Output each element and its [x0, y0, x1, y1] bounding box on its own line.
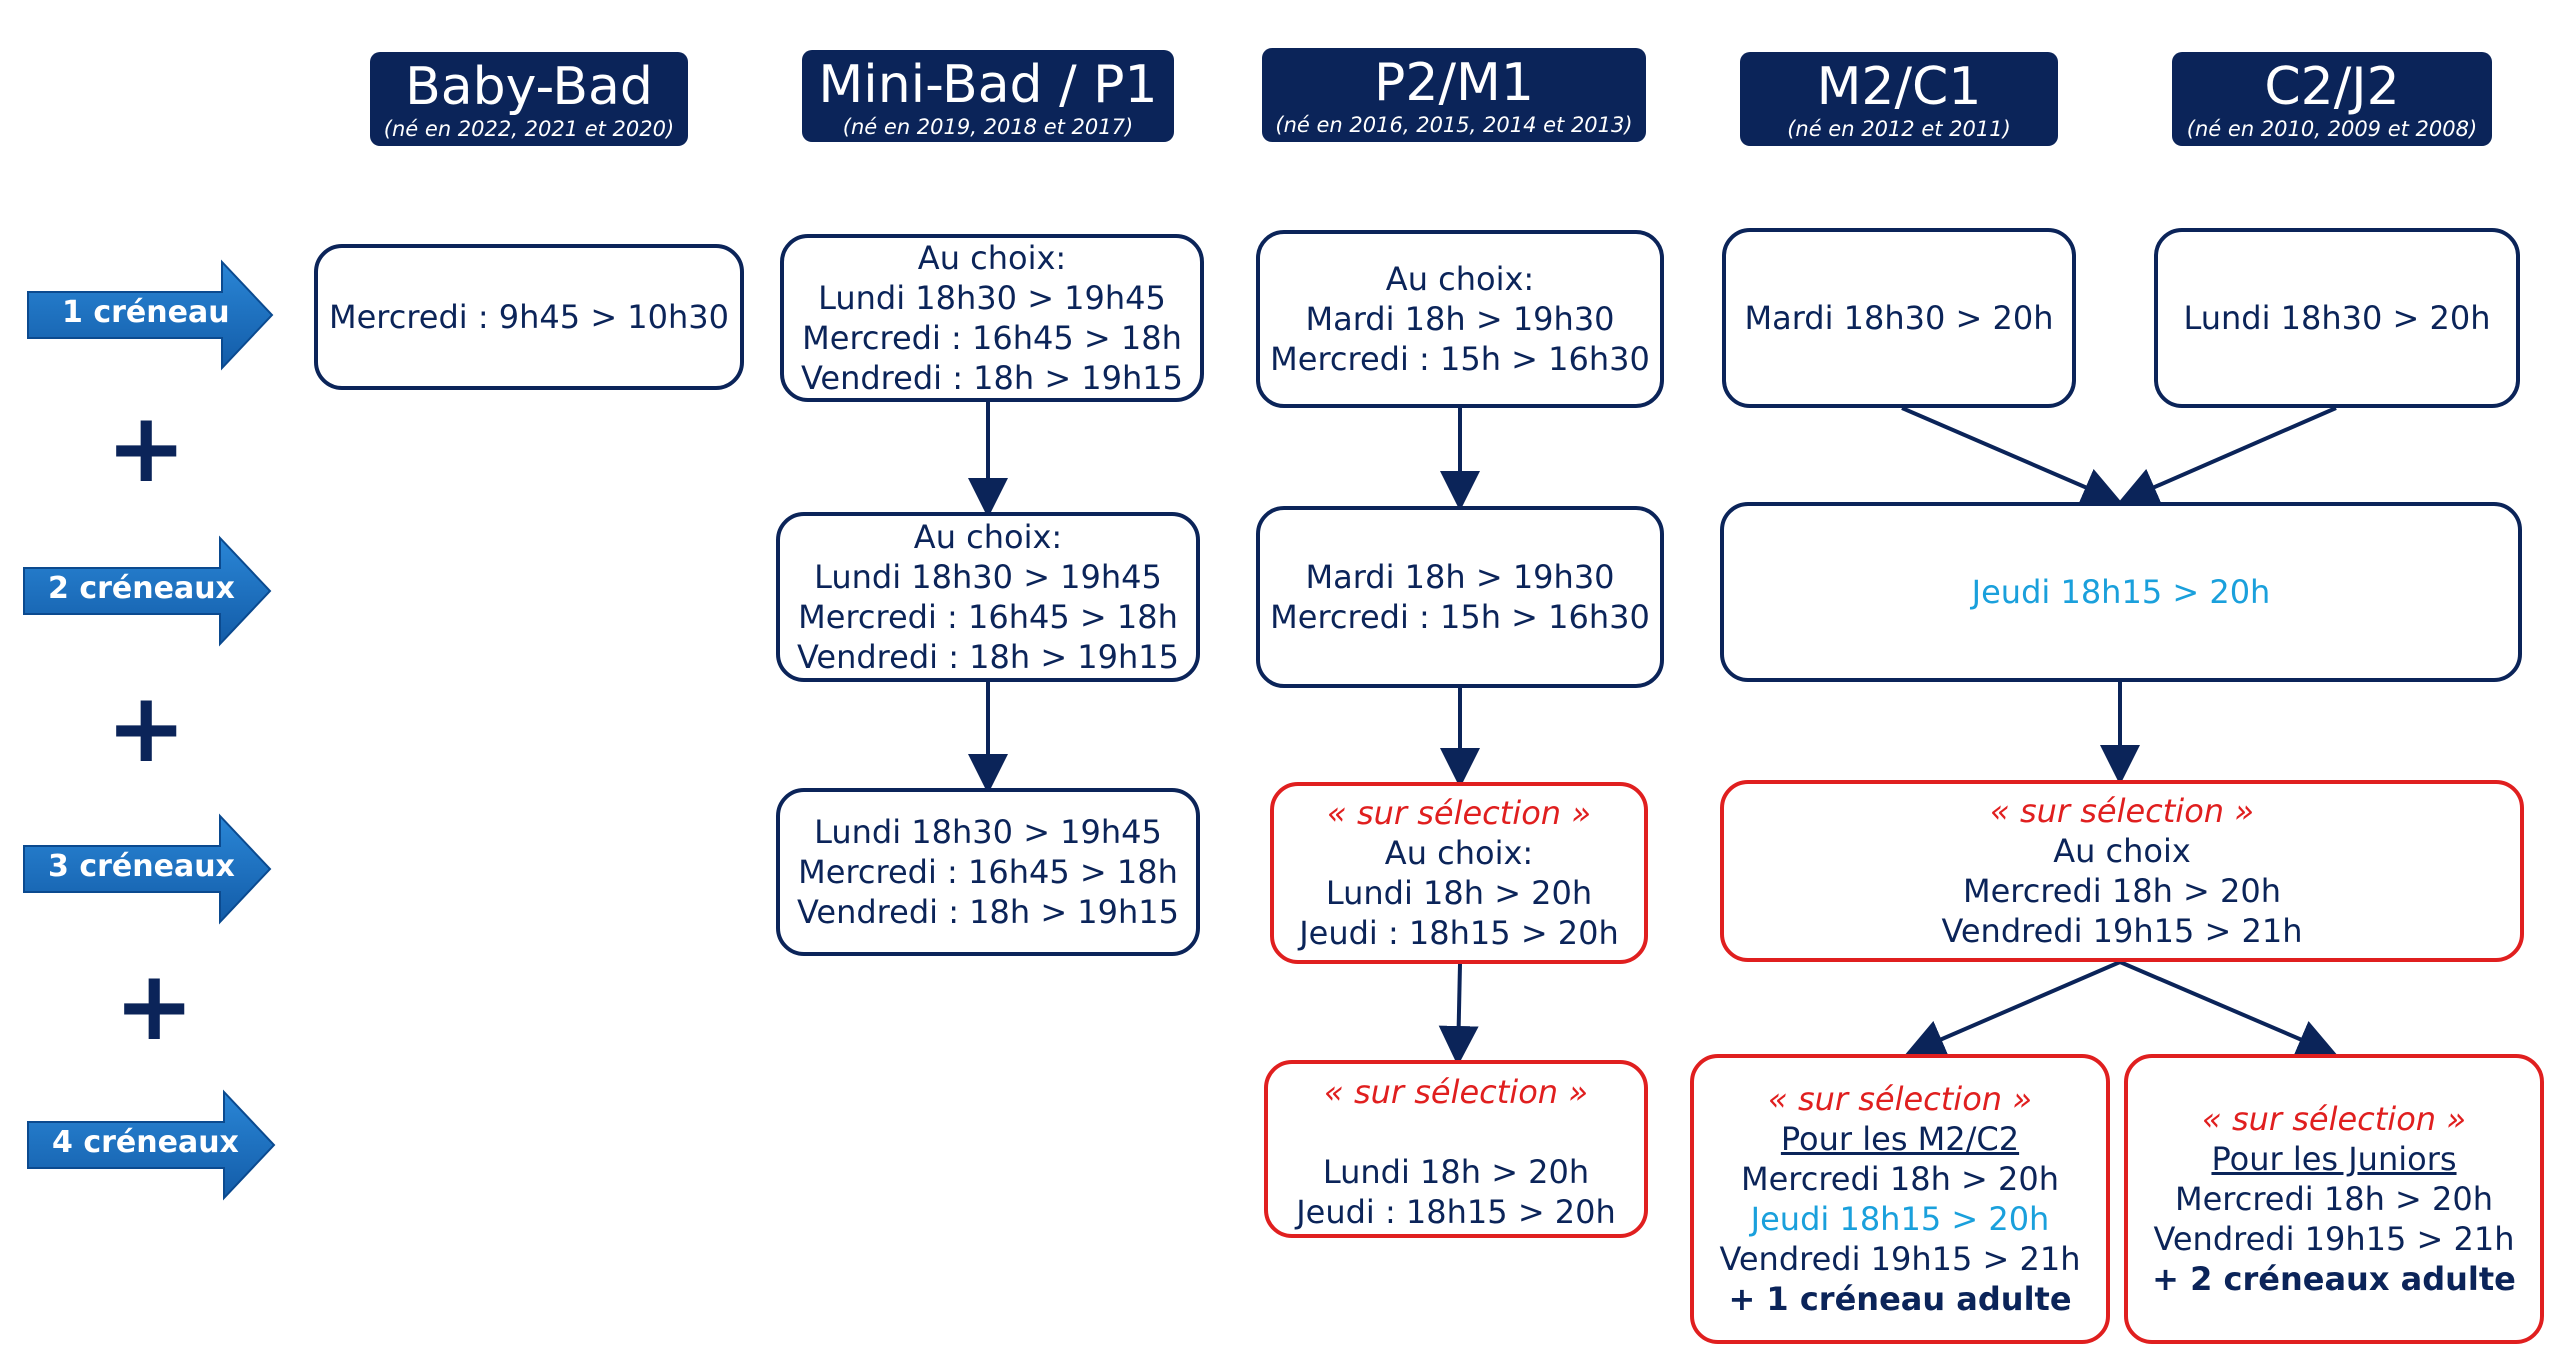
header-title: P2/M1 [1374, 53, 1534, 113]
header-title: Mini-Bad / P1 [818, 55, 1158, 115]
header-m2c1: M2/C1 (né en 2012 et 2011) [1740, 52, 2058, 146]
selection-note: « sur sélection » [1327, 794, 1591, 832]
box-line: Mardi 18h > 19h30 [1305, 558, 1615, 596]
box-line: Mardi 18h > 19h30 [1305, 300, 1615, 338]
box-line: Lundi 18h30 > 19h45 [814, 558, 1162, 596]
header-subtitle: (né en 2012 et 2011) [1787, 117, 2011, 141]
box-c2j2-1: Lundi 18h30 > 20h [2154, 228, 2520, 408]
header-p2m1: P2/M1 (né en 2016, 2015, 2014 et 2013) [1262, 48, 1646, 142]
connector-shared-juniors [2119, 960, 2338, 1058]
box-p2m1-1: Au choix: Mardi 18h > 19h30 Mercredi : 1… [1256, 230, 1664, 408]
box-subtitle: Pour les M2/C2 [1780, 1120, 2020, 1158]
connector-c2j2-shared [2117, 406, 2337, 506]
box-line: Vendredi 19h15 > 21h [1941, 912, 2303, 950]
box-line: Lundi 18h30 > 19h45 [814, 813, 1162, 851]
header-title: M2/C1 [1816, 57, 1982, 117]
box-line: Au choix [2053, 832, 2191, 870]
row-label-2: 2 créneaux [48, 571, 235, 606]
row-label-1: 1 créneau [62, 295, 230, 330]
row-arrow-2 [23, 535, 272, 647]
box-shared-2: Jeudi 18h15 > 20h [1720, 502, 2522, 682]
selection-note: « sur sélection » [2202, 1100, 2466, 1138]
box-line: Vendredi : 18h > 19h15 [796, 638, 1180, 676]
connector-m2c1-shared [1901, 406, 2123, 506]
header-subtitle: (né en 2016, 2015, 2014 et 2013) [1275, 113, 1633, 137]
box-shared-3: « sur sélection » Au choix Mercredi 18h … [1720, 780, 2524, 962]
box-line: + 1 créneau adulte [1728, 1280, 2072, 1318]
box-line: Mercredi : 16h45 > 18h [802, 319, 1182, 357]
connector-shared-m2c2 [1904, 960, 2121, 1058]
header-subtitle: (né en 2022, 2021 et 2020) [383, 117, 675, 141]
box-line: Mercredi : 9h45 > 10h30 [328, 298, 730, 336]
box-line: Mercredi : 15h > 16h30 [1270, 598, 1650, 636]
box-line: Au choix: [1384, 834, 1534, 872]
row-label-3: 3 créneaux [48, 849, 235, 884]
box-line: Jeudi 18h15 > 20h [1750, 1200, 2050, 1238]
box-line: Mercredi 18h > 20h [2174, 1180, 2493, 1218]
row-arrow-3 [23, 813, 272, 925]
box-line: Vendredi 19h15 > 21h [1719, 1240, 2081, 1278]
box-line: Mercredi 18h > 20h [1740, 1160, 2059, 1198]
box-line: Jeudi 18h15 > 20h [1971, 573, 2271, 611]
row-arrow-4 [27, 1089, 276, 1201]
box-m2c1-1: Mardi 18h30 > 20h [1722, 228, 2076, 408]
plus-sign-2: + [106, 672, 187, 784]
header-baby-bad: Baby-Bad (né en 2022, 2021 et 2020) [370, 52, 688, 146]
box-line: Jeudi : 18h15 > 20h [1296, 1193, 1616, 1231]
box-line: Au choix: [917, 239, 1067, 277]
plus-sign-1: + [106, 392, 187, 504]
box-subtitle: Pour les Juniors [2211, 1140, 2457, 1178]
box-line: Mardi 18h30 > 20h [1744, 299, 2054, 337]
header-mini-bad: Mini-Bad / P1 (né en 2019, 2018 et 2017) [802, 50, 1174, 142]
selection-note: « sur sélection » [1768, 1080, 2032, 1118]
box-line: Lundi 18h30 > 19h45 [818, 279, 1166, 317]
box-line: + 2 créneaux adulte [2152, 1260, 2516, 1298]
header-title: C2/J2 [2264, 57, 2400, 117]
box-minibad-2: Au choix: Lundi 18h30 > 19h45 Mercredi :… [776, 512, 1200, 682]
box-line: Vendredi : 18h > 19h15 [800, 359, 1184, 397]
box-line: Jeudi : 18h15 > 20h [1299, 914, 1619, 952]
box-line: Lundi 18h > 20h [1322, 1153, 1590, 1191]
box-line: Au choix: [1385, 260, 1535, 298]
box-line: Vendredi 19h15 > 21h [2153, 1220, 2515, 1258]
box-babybad-1: Mercredi : 9h45 > 10h30 [314, 244, 744, 390]
box-minibad-1: Au choix: Lundi 18h30 > 19h45 Mercredi :… [780, 234, 1204, 402]
box-juniors-4: « sur sélection » Pour les Juniors Mercr… [2124, 1054, 2544, 1344]
box-p2m1-4: « sur sélection » Lundi 18h > 20h Jeudi … [1264, 1060, 1648, 1238]
plus-sign-3: + [114, 950, 195, 1062]
row-label-4: 4 créneaux [52, 1125, 239, 1160]
box-minibad-3: Lundi 18h30 > 19h45 Mercredi : 16h45 > 1… [776, 788, 1200, 956]
box-line: Vendredi : 18h > 19h15 [796, 893, 1180, 931]
box-m2c2-4: « sur sélection » Pour les M2/C2 Mercred… [1690, 1054, 2110, 1344]
connector-p2m1-3-4 [1438, 963, 1479, 1066]
box-line: Mercredi 18h > 20h [1962, 872, 2281, 910]
box-p2m1-2: Mardi 18h > 19h30 Mercredi : 15h > 16h30 [1256, 506, 1664, 688]
box-line: Lundi 18h > 20h [1325, 874, 1593, 912]
selection-note: « sur sélection » [1324, 1073, 1588, 1111]
header-subtitle: (né en 2010, 2009 et 2008) [2186, 117, 2478, 141]
box-line: Mercredi : 15h > 16h30 [1270, 340, 1650, 378]
header-subtitle: (né en 2019, 2018 et 2017) [842, 115, 1134, 139]
row-arrow-1 [27, 259, 274, 371]
selection-note: « sur sélection » [1990, 792, 2254, 830]
box-p2m1-3: « sur sélection » Au choix: Lundi 18h > … [1270, 782, 1648, 964]
header-title: Baby-Bad [405, 57, 653, 117]
box-line: Lundi 18h30 > 20h [2183, 299, 2491, 337]
box-line: Mercredi : 16h45 > 18h [798, 598, 1178, 636]
box-line: Au choix: [913, 518, 1063, 556]
header-c2j2: C2/J2 (né en 2010, 2009 et 2008) [2172, 52, 2492, 146]
box-line: Mercredi : 16h45 > 18h [798, 853, 1178, 891]
